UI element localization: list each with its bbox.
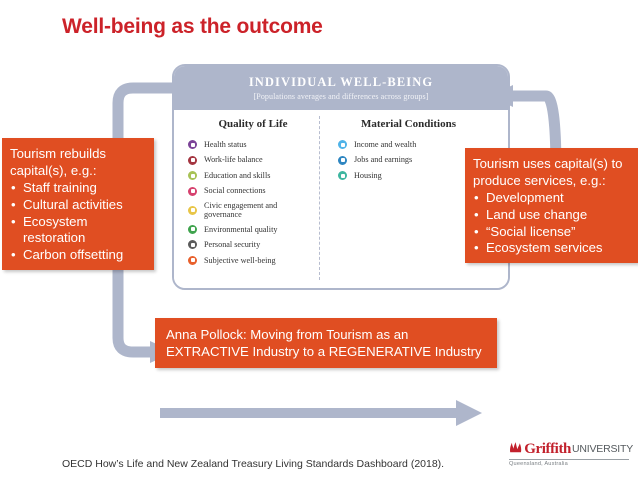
callout-list: Development Land use change “Social lice… — [473, 190, 632, 258]
list-item: Cultural activities — [10, 197, 148, 214]
list-item-label: Personal security — [204, 240, 261, 250]
column-heading: Quality of Life — [218, 118, 288, 130]
civic-engagement-icon — [187, 204, 198, 216]
list-item: Health status — [187, 139, 319, 150]
callout-text: Anna Pollock: Moving from Tourism as an … — [166, 327, 482, 359]
list-item: Carbon offsetting — [10, 247, 148, 264]
panel-header-subtitle: [Populations averages and differences ac… — [253, 92, 429, 101]
column-heading: Material Conditions — [360, 118, 457, 130]
list-item: Civic engagement and governance — [187, 201, 319, 219]
list-item-label: Jobs and earnings — [354, 155, 413, 165]
list-item: Subjective well-being — [187, 254, 319, 266]
griffith-flame-icon — [510, 442, 522, 453]
list-item: Development — [473, 190, 632, 207]
list-item: Housing — [337, 170, 508, 181]
panel-header-title: INDIVIDUAL WELL-BEING — [248, 75, 434, 89]
list-item: Land use change — [473, 207, 632, 224]
list-item-label: Social connections — [204, 186, 266, 196]
list-item: Social connections — [187, 185, 319, 197]
housing-icon — [337, 170, 348, 181]
list-item: Income and wealth — [337, 139, 508, 150]
list-item-label: Income and wealth — [354, 139, 417, 149]
list-item-label: Education and skills — [204, 170, 271, 180]
logo-rule — [509, 459, 629, 460]
list-item: Education and skills — [187, 170, 319, 181]
griffith-university-logo: Griffith UNIVERSITY Queensland, Australi… — [509, 440, 633, 474]
oecd-wellbeing-panel: INDIVIDUAL WELL-BEING [Populations avera… — [172, 64, 510, 290]
callout-tourism-rebuilds-capitals: Tourism rebuilds capital(s), e.g.: Staff… — [2, 138, 154, 271]
personal-security-icon — [187, 239, 198, 251]
logo-suffix: UNIVERSITY — [571, 443, 633, 455]
list-item: Personal security — [187, 239, 319, 251]
environmental-quality-icon — [187, 223, 198, 235]
column-quality-of-life: Quality of Life Health status Work-life … — [174, 118, 319, 288]
list-item: Staff training — [10, 180, 148, 197]
callout-lead: Tourism rebuilds capital(s), e.g.: — [10, 146, 107, 178]
panel-header: INDIVIDUAL WELL-BEING [Populations avera… — [174, 66, 508, 110]
logo-wordmark: Griffith — [524, 441, 571, 457]
social-connections-icon — [187, 185, 198, 197]
list-item-label: Environmental quality — [204, 224, 278, 234]
list-item: Jobs and earnings — [337, 154, 508, 166]
list-item-label: Subjective well-being — [204, 255, 276, 265]
source-note: OECD How’s Life and New Zealand Treasury… — [62, 458, 445, 470]
education-and-skills-icon — [187, 170, 198, 181]
callout-list: Staff training Cultural activities Ecosy… — [10, 180, 148, 264]
column-material-conditions: Material Conditions Income and wealth Jo… — [319, 118, 508, 288]
health-status-icon — [187, 139, 198, 150]
callout-tourism-uses-capitals: Tourism uses capital(s) to produce servi… — [465, 148, 638, 264]
list-item-label: Civic engagement and governance — [204, 201, 278, 220]
work-life-balance-icon — [187, 154, 198, 166]
page-title: Well-being as the outcome — [62, 15, 323, 38]
panel-body: Quality of Life Health status Work-life … — [174, 110, 508, 288]
callout-anna-pollock: Anna Pollock: Moving from Tourism as an … — [155, 318, 497, 368]
logo-tagline: Queensland, Australia — [509, 461, 568, 467]
list-item: Work-life balance — [187, 154, 319, 166]
callout-lead: Tourism uses capital(s) to produce servi… — [473, 156, 623, 188]
list-item: “Social license” — [473, 224, 632, 241]
list-item: Environmental quality — [187, 223, 319, 235]
list-item: Ecosystem restoration — [10, 214, 148, 248]
list-item-label: Housing — [354, 170, 382, 180]
column-divider — [319, 116, 320, 280]
subjective-wellbeing-icon — [187, 254, 198, 266]
jobs-and-earnings-icon — [337, 154, 348, 166]
list-item-label: Work-life balance — [204, 155, 263, 165]
list-item: Ecosystem services — [473, 240, 632, 257]
income-and-wealth-icon — [337, 139, 348, 150]
list-item-label: Health status — [204, 139, 247, 149]
